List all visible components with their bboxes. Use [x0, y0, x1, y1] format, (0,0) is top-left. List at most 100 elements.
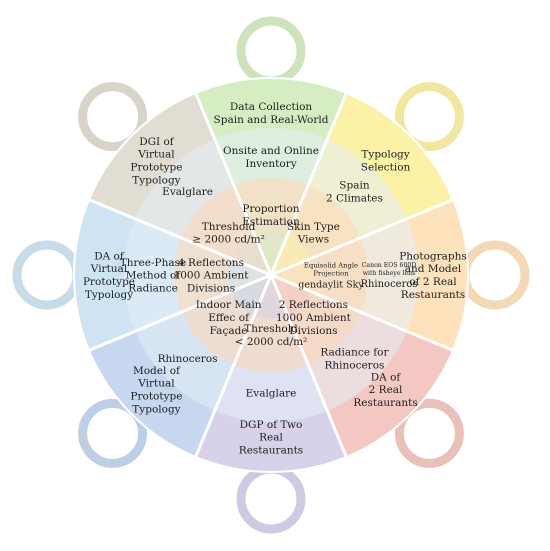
- segment-6-middle-label: Rhinoceros: [158, 353, 218, 365]
- label-line: 2 Reflections: [279, 299, 348, 311]
- segment-4-core: [271, 275, 312, 316]
- label-line: Estimation: [242, 216, 300, 228]
- label-line: Rhinoceros: [360, 279, 417, 290]
- segment-1-number: 1: [261, 35, 280, 70]
- label-line: Spain and Real-World: [214, 114, 329, 126]
- segment-8-number-ring: [78, 82, 148, 152]
- label-line: Model of: [133, 365, 181, 377]
- label-line: Indoor Main: [196, 299, 262, 311]
- label-line: Three-Phase: [120, 257, 186, 269]
- segment-divider: [270, 273, 455, 353]
- label-line: Restaurants: [401, 289, 465, 301]
- segment-6-core: [230, 275, 271, 316]
- label-line: with fisheye lens: [363, 270, 416, 277]
- label-line: DA of: [371, 371, 402, 383]
- label-line: Skin Type: [287, 221, 340, 233]
- label-line: Views: [297, 234, 329, 246]
- label-line: Radiance for: [320, 347, 389, 359]
- label-line: Restaurants: [353, 397, 417, 409]
- label-line: 2 Real: [369, 384, 403, 396]
- label-line: 1000 Ambient: [276, 312, 352, 324]
- label-line: DGI of: [139, 136, 175, 148]
- segment-8-inner-label: Threshold≥ 2000 cd/m²: [192, 221, 265, 246]
- wheel-outline: [73, 77, 469, 473]
- segment-divider: [269, 91, 349, 276]
- label-line: Façade: [210, 325, 248, 337]
- segment-divider: [193, 274, 273, 459]
- segment-7-core: [227, 258, 271, 292]
- label-line: Threshold: [202, 221, 256, 233]
- segment-6-number-ring: [78, 398, 148, 468]
- segment-5-middle-label: Evalglare: [246, 388, 297, 400]
- segment-7-number: 7: [37, 259, 56, 294]
- label-line: Data Collection: [230, 101, 313, 113]
- label-line: Spain: [339, 180, 370, 192]
- label-line: Typology: [85, 289, 133, 301]
- label-line: Divisions: [289, 325, 337, 337]
- segment-8-middle-label: Evalglare: [162, 186, 213, 198]
- label-line: Real: [259, 432, 283, 444]
- segment-8-core: [230, 234, 271, 275]
- segment-3-number: 3: [485, 259, 504, 294]
- segment-dividers: [73, 77, 469, 473]
- label-line: Radiance: [128, 282, 178, 294]
- label-line: Evalglare: [162, 186, 213, 198]
- label-line: 2 Climates: [326, 193, 383, 205]
- label-line: Typology: [132, 174, 180, 186]
- segment-divider: [269, 274, 349, 459]
- label-line: Selection: [361, 161, 411, 173]
- label-line: Prototype: [130, 391, 182, 403]
- label-line: Virtual: [90, 263, 128, 275]
- segment-5-inner-label: Threshold< 2000 cd/m²: [235, 323, 308, 348]
- segment-8-number: 8: [103, 101, 122, 136]
- label-line: Photographs: [399, 250, 467, 262]
- label-line: Prototype: [130, 161, 182, 173]
- segment-2-number: 2: [420, 101, 439, 136]
- label-line: Threshold: [244, 323, 298, 335]
- label-line: Rhinoceros: [158, 353, 218, 365]
- label-line: < 2000 cd/m²: [235, 336, 308, 348]
- segment-6-number: 6: [103, 417, 122, 452]
- label-line: Restaurants: [239, 444, 303, 456]
- segment-5-core: [254, 275, 288, 319]
- label-line: Divisions: [187, 282, 235, 294]
- label-line: DA of: [94, 250, 125, 262]
- label-line: Evalglare: [246, 388, 297, 400]
- label-line: Typology: [361, 149, 409, 161]
- outer-number-rings: 1 2 3 4 5 6 7 8: [12, 16, 530, 534]
- segment-1-core: [254, 231, 288, 275]
- label-line: 4 Reflectons: [178, 257, 244, 269]
- segment-5-number: 5: [261, 483, 280, 518]
- label-line: Effec of: [208, 312, 250, 324]
- label-line: gendaylit Sky: [298, 279, 364, 290]
- label-line: Rhinoceros: [324, 359, 384, 371]
- label-line: of 2 Real: [409, 276, 457, 288]
- label-line: ≥ 2000 cd/m²: [192, 234, 265, 246]
- label-line: 1000 Ambient: [174, 270, 250, 282]
- segment-2-core: [271, 234, 312, 275]
- label-line: Typology: [132, 403, 180, 415]
- label-line: and Model: [405, 263, 462, 275]
- label-line: Method of: [126, 270, 182, 282]
- segment-4-number: 4: [420, 417, 439, 452]
- label-line: Projection: [313, 270, 349, 278]
- label-line: Virtual: [137, 149, 175, 161]
